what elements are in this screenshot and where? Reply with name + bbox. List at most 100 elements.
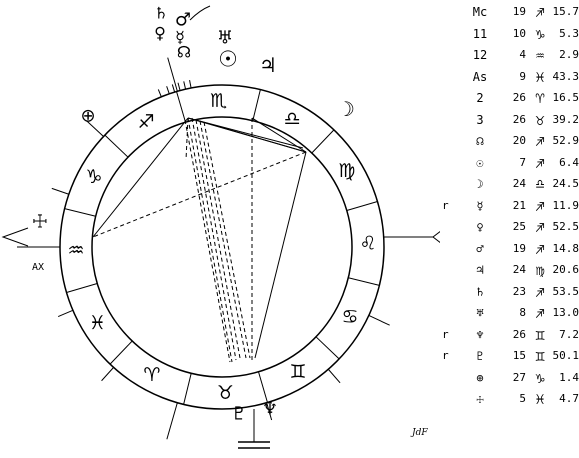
part-of-fortune-glyph: ⊕ bbox=[80, 106, 95, 127]
position-row: ♃24♍20.6 bbox=[442, 260, 579, 280]
house-cusp bbox=[266, 402, 273, 421]
planet-tick bbox=[177, 82, 181, 91]
retrograde-marker: r bbox=[442, 198, 449, 212]
minute-value: 16.5 bbox=[552, 91, 579, 104]
minute-value: 11.9 bbox=[552, 198, 579, 212]
house-cusp bbox=[101, 367, 114, 382]
taurus-glyph: ♉ bbox=[217, 382, 234, 404]
minute-value: 52.9 bbox=[552, 134, 579, 147]
minute-value: 14.8 bbox=[552, 241, 579, 255]
sign-glyph: ♑ bbox=[535, 24, 545, 43]
degree-value: 27 bbox=[512, 370, 526, 384]
degree-value: 26 bbox=[512, 327, 526, 341]
sign-glyph: ♐ bbox=[535, 132, 545, 150]
neptune-glyph: ♆ bbox=[262, 399, 278, 420]
minute-value: 5.3 bbox=[559, 26, 579, 40]
position-row: ♀25♐52.5 bbox=[442, 217, 579, 237]
point-label: 3 bbox=[476, 112, 484, 127]
sign-boundary bbox=[346, 201, 378, 211]
sign-boundary bbox=[258, 371, 268, 403]
sagittarius-glyph: ♐ bbox=[138, 111, 155, 133]
minute-value: 43.3 bbox=[552, 69, 579, 83]
asc-arrowhead bbox=[1, 227, 29, 247]
sign-boundary bbox=[348, 277, 380, 286]
point-label: As bbox=[472, 69, 488, 84]
outer-ring bbox=[59, 84, 385, 410]
degree-value: 20 bbox=[512, 134, 526, 147]
minute-value: 39.2 bbox=[552, 112, 579, 126]
sign-glyph: ♐ bbox=[535, 3, 545, 21]
position-row: 3 26 ♉ 39.2 bbox=[442, 110, 579, 130]
position-row: ☩5♓4.7 bbox=[442, 389, 579, 409]
sign-glyph: ♍ bbox=[535, 261, 545, 279]
minute-value: 15.7 bbox=[552, 5, 579, 18]
ascendant-symbol-glyph: ☩ bbox=[32, 212, 48, 233]
house-cusp bbox=[86, 120, 104, 137]
capricorn-glyph: ♑ bbox=[85, 166, 102, 188]
degree-value: 26 bbox=[512, 91, 526, 104]
pluto-glyph: ♇ bbox=[231, 404, 247, 425]
libra-glyph: ♎ bbox=[284, 108, 301, 130]
saturn-glyph: ♄ bbox=[154, 4, 168, 23]
degree-value: 15 bbox=[512, 349, 526, 362]
aspect-line-dashed bbox=[187, 117, 233, 363]
point-label: ☊ bbox=[476, 134, 484, 148]
house-cusp bbox=[327, 368, 341, 384]
degree-value: 4 bbox=[519, 48, 526, 61]
scorpio-glyph: ♏ bbox=[210, 90, 227, 112]
minute-value: 24.5 bbox=[552, 177, 579, 190]
sign-glyph: ♊ bbox=[535, 325, 545, 344]
position-row: r☿21♐11.9 bbox=[442, 196, 579, 216]
minute-value: 50.1 bbox=[552, 349, 579, 362]
planet-tick bbox=[171, 84, 176, 93]
house-cusp bbox=[166, 402, 178, 440]
degree-value: 19 bbox=[512, 5, 526, 18]
sign-boundary bbox=[252, 89, 261, 121]
point-label: ☿ bbox=[476, 198, 484, 213]
degree-value: 26 bbox=[512, 112, 526, 126]
degree-value: 7 bbox=[519, 155, 526, 169]
planet-glyphs: ♄♂♀☊☿♅☉♃☽♆♇☩⊕ bbox=[32, 4, 355, 425]
sign-glyph: ♐ bbox=[535, 153, 545, 172]
aspect-line bbox=[251, 117, 307, 153]
astrology-wheel: ♐♑♒♓♈♉♊♋♌♍♎♏ ♄♂♀☊☿♅☉♃☽♆♇☩⊕ bbox=[1, 4, 440, 449]
gemini-glyph: ♊ bbox=[289, 361, 306, 383]
planet-tick bbox=[189, 80, 192, 89]
position-row: r♆26♊7.2 bbox=[442, 325, 579, 345]
minute-value: 52.5 bbox=[552, 220, 579, 233]
sign-glyph: ♐ bbox=[535, 304, 545, 322]
sign-glyph: ♊ bbox=[535, 347, 545, 365]
sign-boundary bbox=[183, 373, 192, 405]
planet-tick bbox=[166, 86, 170, 94]
aspect-line-dashed bbox=[184, 119, 231, 363]
planet-tick bbox=[183, 81, 187, 90]
degree-value: 25 bbox=[512, 220, 526, 233]
point-label: ☩ bbox=[476, 392, 484, 406]
minute-value: 20.6 bbox=[552, 263, 579, 276]
position-row: ♅8♐13.0 bbox=[442, 303, 579, 323]
moon-glyph: ☽ bbox=[337, 97, 355, 121]
sign-boundary bbox=[176, 91, 186, 123]
sign-glyph: ♐ bbox=[535, 218, 545, 236]
jupiter-glyph: ♃ bbox=[259, 53, 277, 77]
retrograde-marker: r bbox=[442, 327, 449, 341]
retrograde-marker: r bbox=[442, 349, 449, 362]
north-node-glyph: ☊ bbox=[177, 43, 191, 62]
venus-glyph: ♀ bbox=[154, 24, 166, 43]
degree-value: 5 bbox=[519, 392, 526, 405]
position-row: ☽24♎24.5 bbox=[442, 174, 579, 194]
desc-arrowhead bbox=[432, 231, 440, 243]
sign-glyph: ♓ bbox=[535, 67, 545, 86]
sign-glyph: ♉ bbox=[535, 110, 545, 129]
virgo-glyph: ♍ bbox=[338, 160, 355, 182]
inner-ring bbox=[91, 116, 353, 378]
pisces-glyph: ♓ bbox=[89, 312, 106, 334]
leo-glyph: ♌ bbox=[359, 233, 376, 255]
aquarius-glyph: ♒ bbox=[68, 239, 85, 261]
point-label: ♄ bbox=[476, 284, 484, 299]
sign-glyph: ♎ bbox=[535, 175, 545, 193]
degree-value: 19 bbox=[512, 241, 526, 255]
